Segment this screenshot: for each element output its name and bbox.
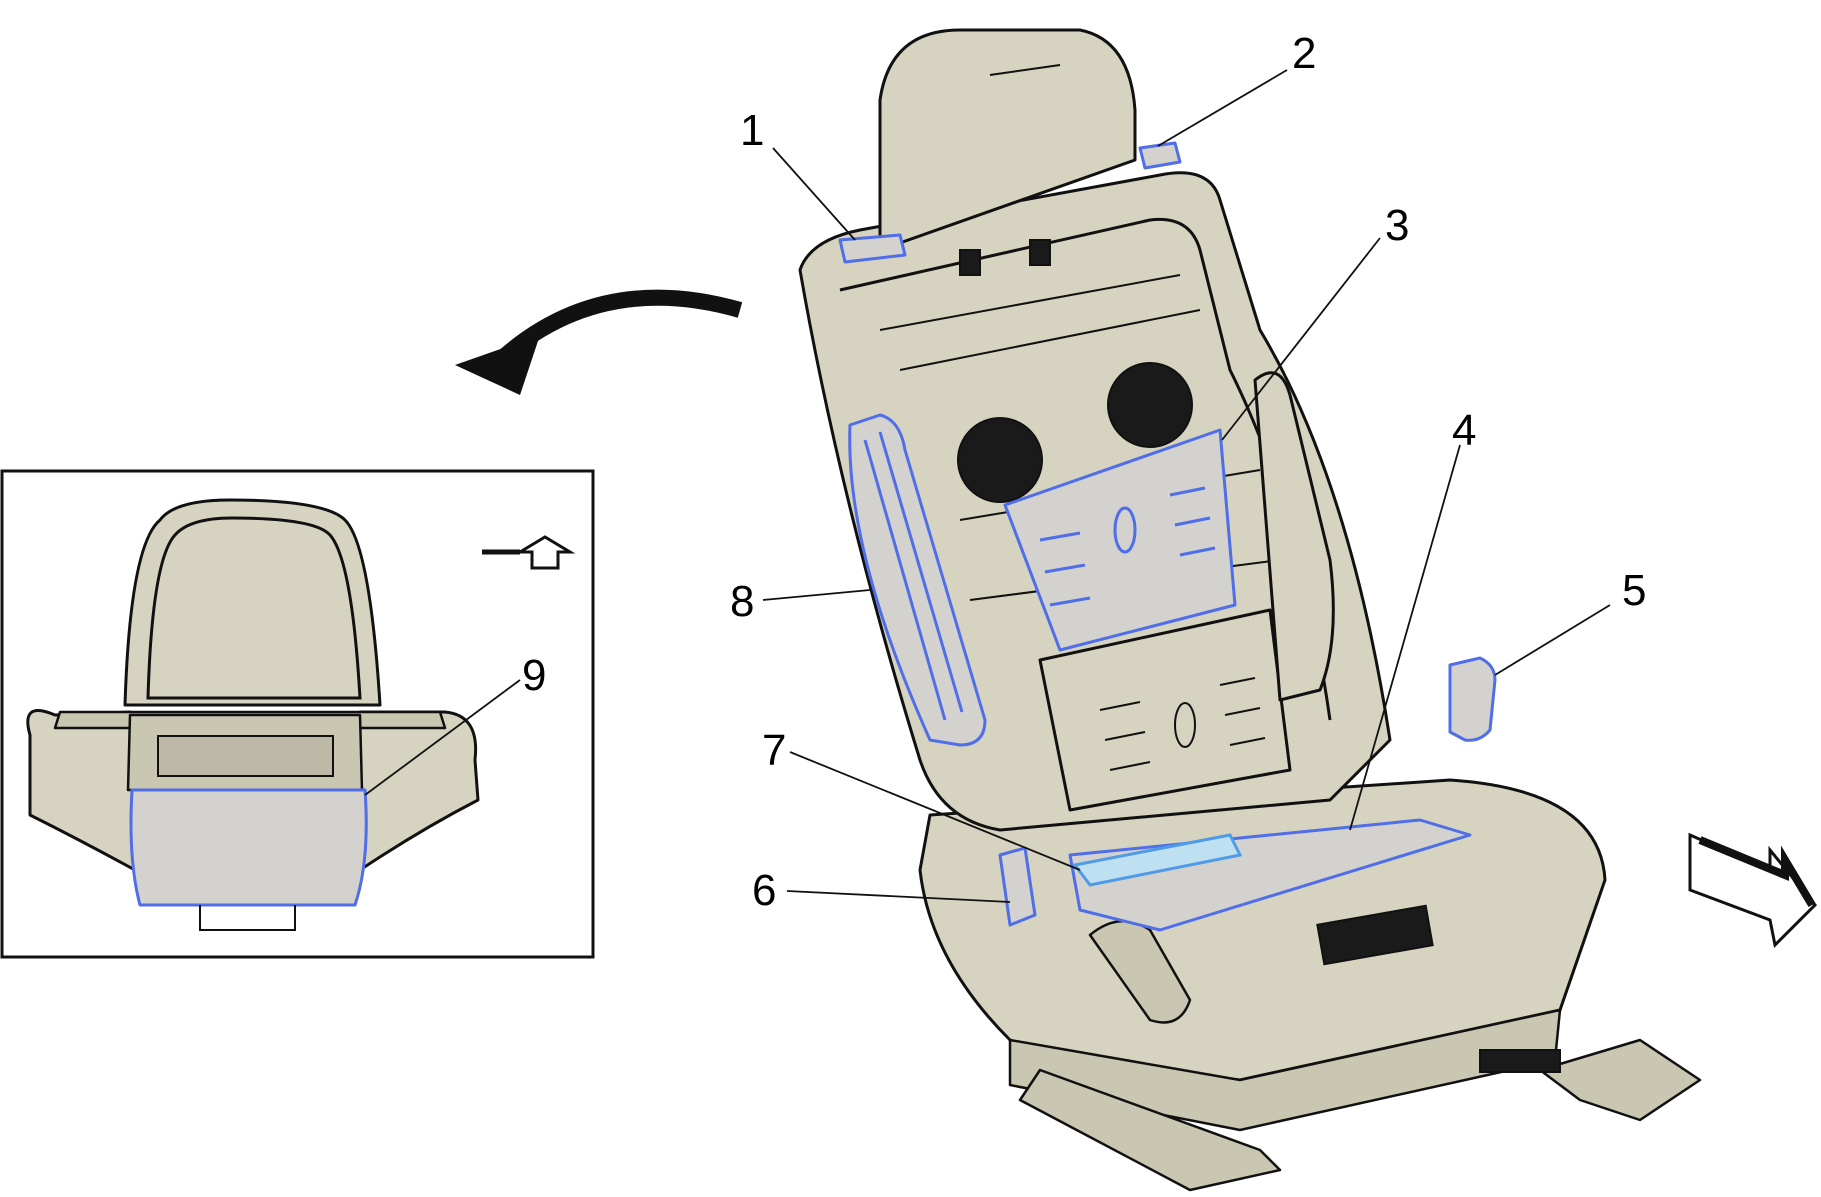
- callout-labels: 1 2 3 4 5 6 7 8 9: [522, 29, 1646, 915]
- massage-motor-left: [957, 417, 1043, 503]
- inset-bottom-tab: [199, 905, 296, 931]
- side-airbag-highlight: [848, 413, 987, 747]
- occupant-sensor-highlight: [1072, 833, 1243, 887]
- headrest-crease: [989, 64, 1061, 76]
- callout-3: 3: [1385, 201, 1409, 250]
- headrest-post-right: [1029, 239, 1051, 266]
- callout-4: 4: [1452, 406, 1476, 455]
- leader-9: [364, 679, 521, 796]
- forward-arrow-shadow: [1698, 836, 1816, 908]
- leader-3: [1221, 237, 1381, 441]
- rail-latch: [1479, 1049, 1561, 1073]
- rear-panel-highlight: [129, 788, 368, 907]
- seat-adjust-switch: [1088, 919, 1192, 1024]
- headrest: [878, 28, 1137, 252]
- frame-wires: [879, 274, 1281, 601]
- headrest-post-left: [959, 249, 981, 276]
- leader-4: [1349, 444, 1461, 831]
- lower-back-plate: [1038, 608, 1292, 812]
- recliner-trim-highlight: [1448, 656, 1497, 742]
- massage-motor-right: [1107, 362, 1193, 448]
- inset-right-bolster: [358, 710, 480, 872]
- view-arrow-head: [455, 335, 540, 395]
- leader-7: [789, 751, 1081, 871]
- inset-storage-opening: [157, 735, 334, 777]
- callout-2: 2: [1292, 29, 1316, 78]
- main-seat: [798, 28, 1702, 1192]
- inset-headrest-trim: [146, 516, 362, 700]
- inset-headrest: [123, 498, 382, 707]
- callout-1: 1: [740, 106, 764, 155]
- right-top-trim-highlight: [1138, 141, 1182, 170]
- lower-back-slots: [1099, 677, 1266, 771]
- left-top-trim-highlight: [838, 233, 907, 264]
- forward-arrow-icon: [1688, 832, 1818, 949]
- leader-8: [762, 589, 871, 601]
- callout-7: 7: [762, 726, 786, 775]
- up-arrow-icon: [514, 535, 576, 570]
- control-module: [1316, 904, 1434, 966]
- right-rail: [1538, 1038, 1702, 1122]
- callout-8: 8: [730, 577, 754, 626]
- leader-2: [1157, 69, 1288, 147]
- leader-1: [772, 147, 856, 241]
- view-arrow-icon: [494, 289, 743, 366]
- leader-5: [1494, 604, 1611, 676]
- side-airbag-inner-lines: [863, 431, 964, 721]
- callout-6: 6: [752, 866, 776, 915]
- leader-6: [786, 890, 1011, 903]
- lumbar-slots: [1039, 486, 1216, 607]
- callout-9: 9: [522, 651, 546, 700]
- lumbar-plate-highlight: [1003, 428, 1237, 652]
- inset-view: [0, 469, 595, 959]
- left-rail: [1018, 1068, 1282, 1192]
- leader-lines: [364, 69, 1611, 903]
- callout-5: 5: [1622, 566, 1646, 615]
